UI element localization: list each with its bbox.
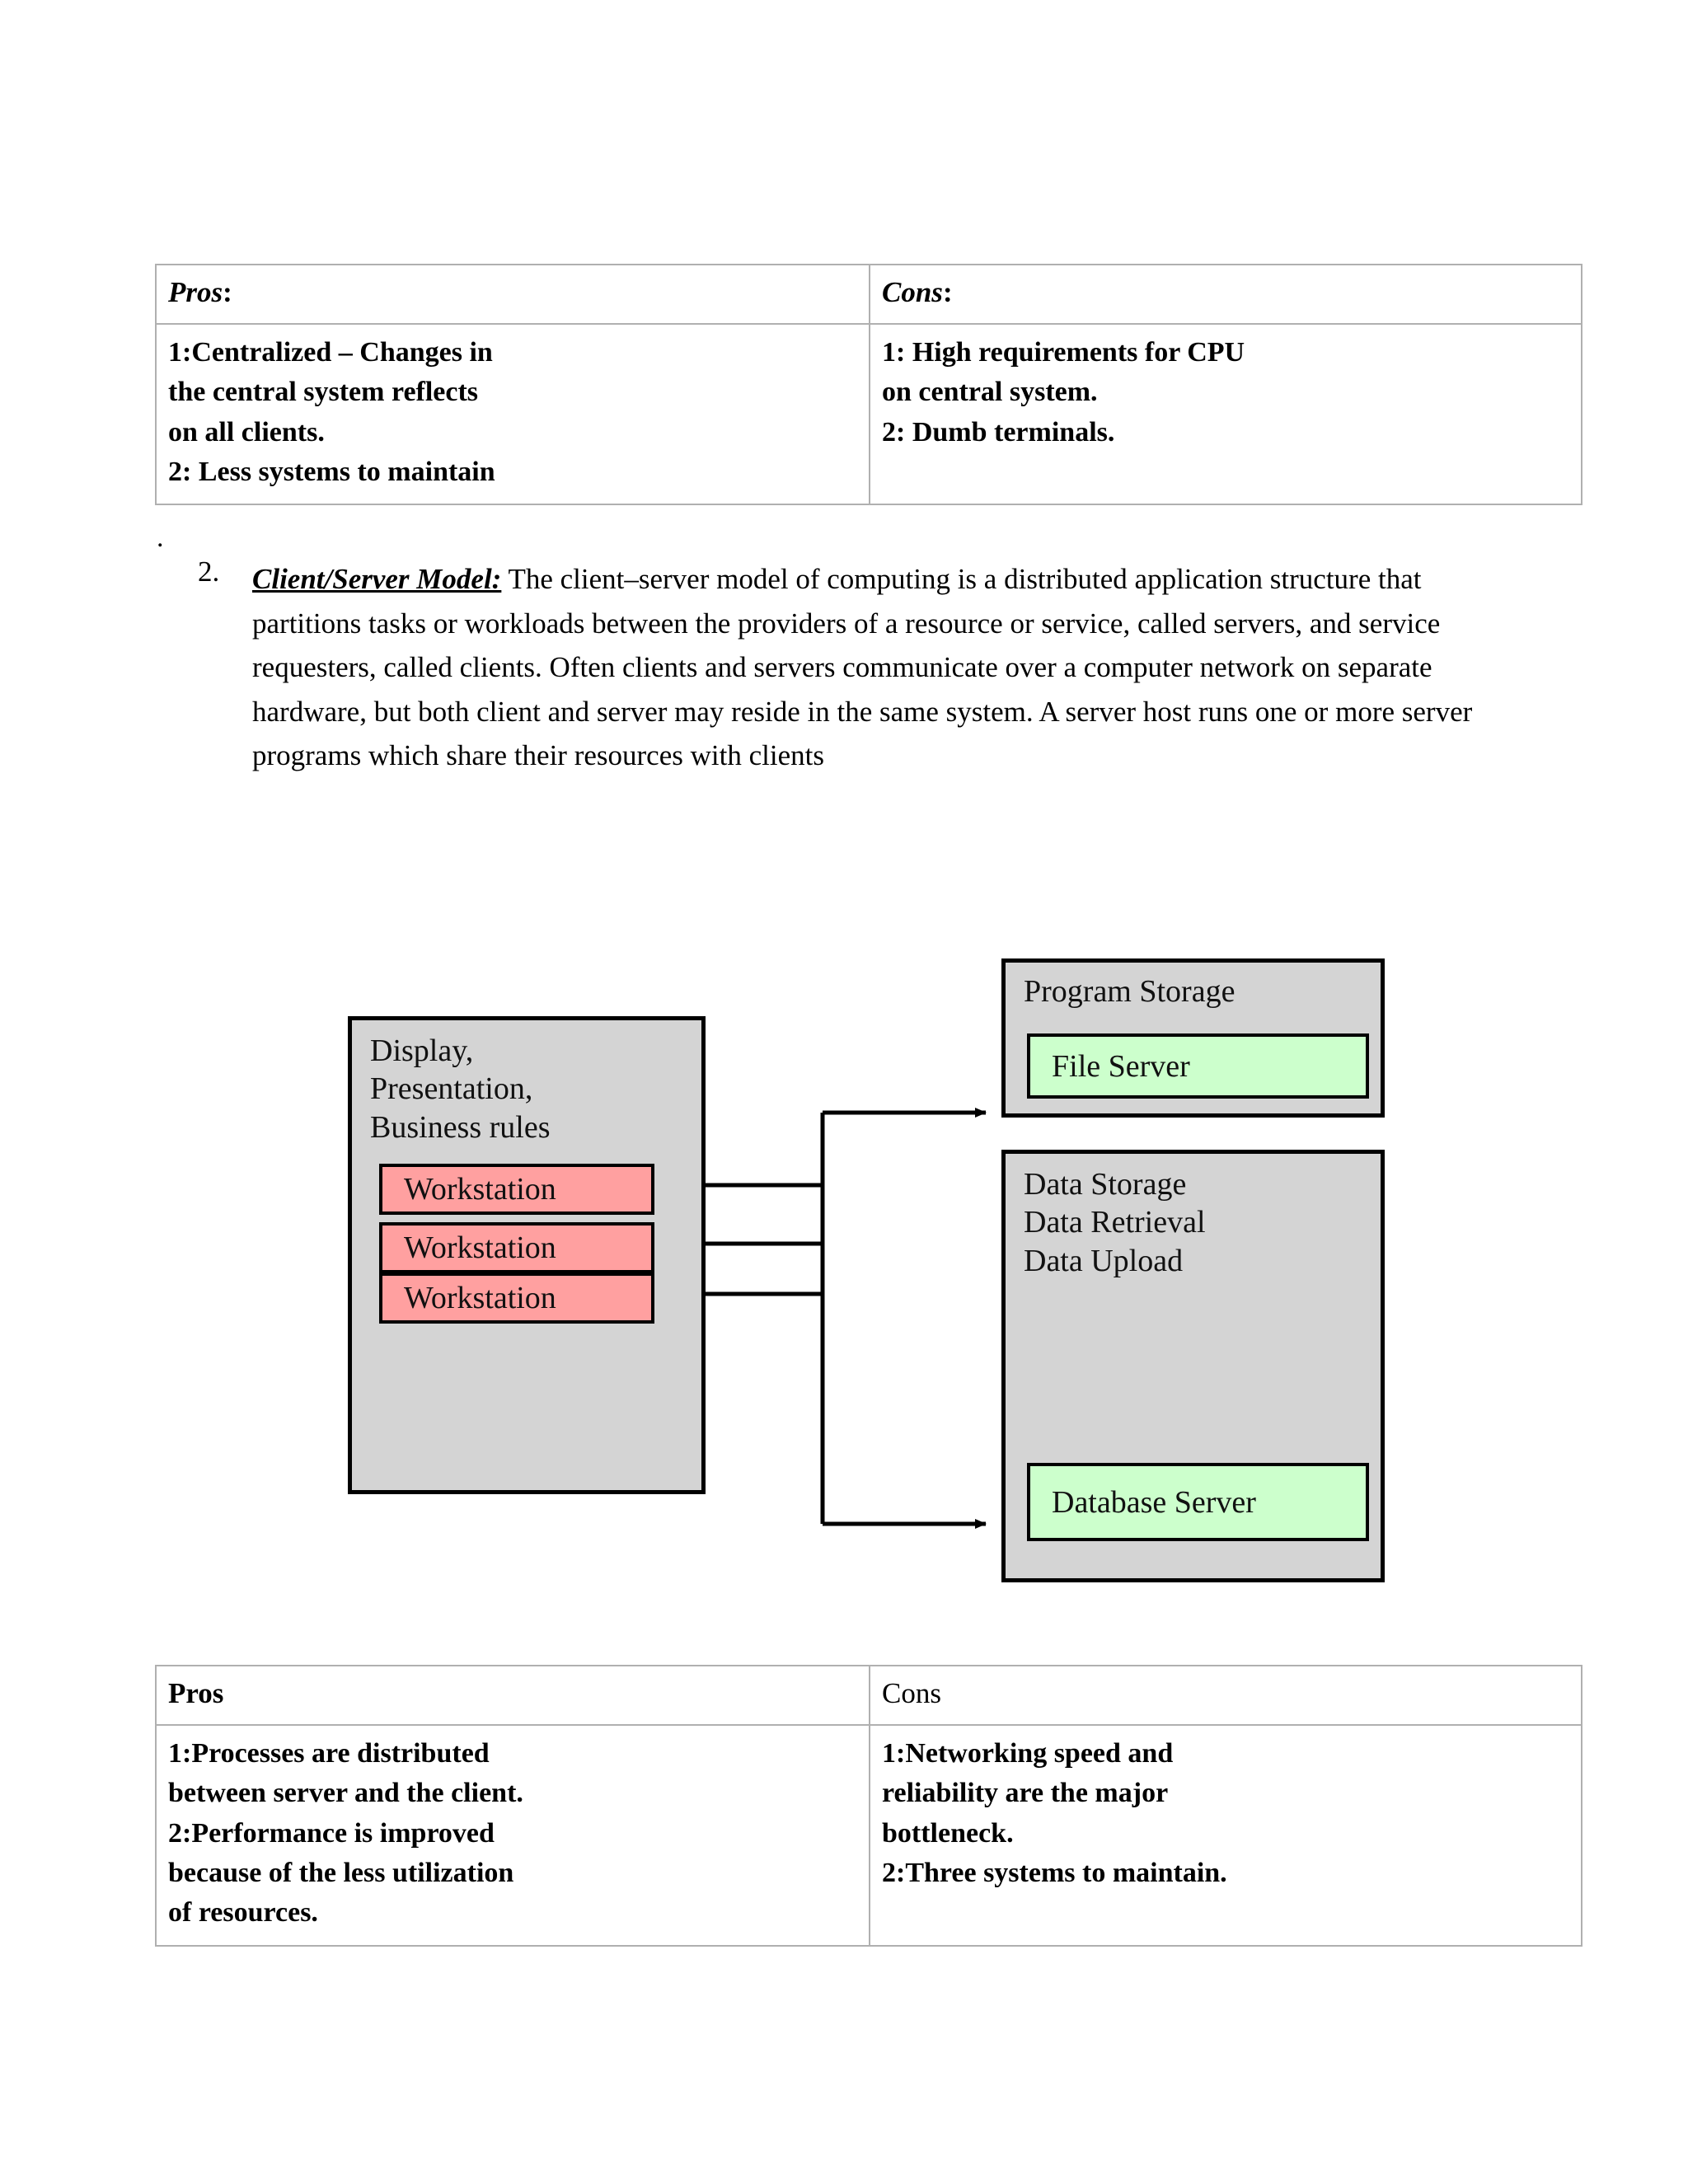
program-storage-caption: Program Storage [1024,974,1236,1009]
pros-header-cell: Pros [155,1664,870,1727]
workstation-node-2[interactable]: Workstation [379,1222,654,1273]
cons-header-cell: Cons [869,1664,1582,1727]
list-item-client-server: 2. Client/Server Model: The client–serve… [198,557,1533,778]
table-row: Pros: Cons: [155,263,1582,326]
table-row: 1:Centralized – Changes in the central s… [155,323,1582,506]
pros-body-cell: 1:Processes are distributed between serv… [155,1724,870,1947]
data-storage-caption: Data Storage Data Retrieval Data Upload [1024,1167,1206,1278]
stray-period-mark: . [157,523,164,553]
program-storage-panel: Program Storage File Server [1001,958,1385,1118]
pros-header-cell: Pros: [155,263,870,326]
cons-body-cell: 1:Networking speed and reliability are t… [869,1724,1582,1947]
cons-line: bottleneck. [882,1817,1014,1849]
workstation-label: Workstation [404,1172,556,1207]
cons-header-cell: Cons: [869,263,1582,326]
cons-line: 2:Three systems to maintain. [882,1857,1227,1888]
cons-line: 2: Dumb terminals. [882,416,1115,448]
pros-line: because of the less utilization [168,1857,514,1888]
pros-line: 2: Less systems to maintain [168,456,495,487]
pros-line: 2:Performance is improved [168,1817,495,1849]
database-server-node[interactable]: Database Server [1027,1463,1369,1541]
pros-body-cell: 1:Centralized – Changes in the central s… [155,323,870,506]
pros-header-label: Pros [168,1677,224,1709]
pros-cons-table-centralized: Pros: Cons: 1:Centralized – Changes in t… [155,263,1582,506]
cons-line: 1: High requirements for CPU [882,337,1245,368]
cons-line: reliability are the major [882,1778,1169,1809]
pros-line: between server and the client. [168,1778,523,1809]
cons-header-colon: : [942,276,953,308]
pros-line: on all clients. [168,416,325,448]
database-server-label: Database Server [1052,1484,1256,1520]
pros-line: 1:Processes are distributed [168,1738,490,1769]
client-tier-caption: Display, Presentation, Business rules [370,1033,551,1145]
workstation-label: Workstation [404,1281,556,1315]
cons-line: 1:Networking speed and [882,1738,1174,1769]
cons-line: on central system. [882,377,1098,408]
pros-cons-table-clientserver: Pros Cons 1:Processes are distributed be… [155,1664,1582,1947]
cons-header-label: Cons [882,1677,941,1709]
list-item-number: 2. [198,555,220,588]
list-item-lead-term: Client/Server Model: [252,563,502,595]
client-tier-panel: Display, Presentation, Business rules Wo… [348,1016,706,1494]
client-server-architecture-diagram: Display, Presentation, Business rules Wo… [0,923,1688,1607]
pros-line: the central system reflects [168,377,479,408]
list-item-text: The client–server model of computing is … [252,563,1473,772]
workstation-node-3[interactable]: Workstation [379,1272,654,1324]
cons-header-label: Cons [882,276,943,308]
pros-header-label: Pros [168,276,223,308]
workstation-label: Workstation [404,1230,556,1265]
data-storage-panel: Data Storage Data Retrieval Data Upload … [1001,1150,1385,1582]
workstation-node-1[interactable]: Workstation [379,1164,654,1215]
file-server-label: File Server [1052,1048,1190,1084]
pros-line: 1:Centralized – Changes in [168,337,493,368]
table-row: 1:Processes are distributed between serv… [155,1724,1582,1947]
pros-line: of resources. [168,1897,318,1929]
file-server-node[interactable]: File Server [1027,1033,1369,1099]
list-item-body: Client/Server Model: The client–server m… [252,557,1533,778]
diagram-connectors [626,1108,987,1529]
table-row: Pros Cons [155,1664,1582,1727]
pros-header-colon: : [223,276,232,308]
cons-body-cell: 1: High requirements for CPU on central … [869,323,1582,506]
